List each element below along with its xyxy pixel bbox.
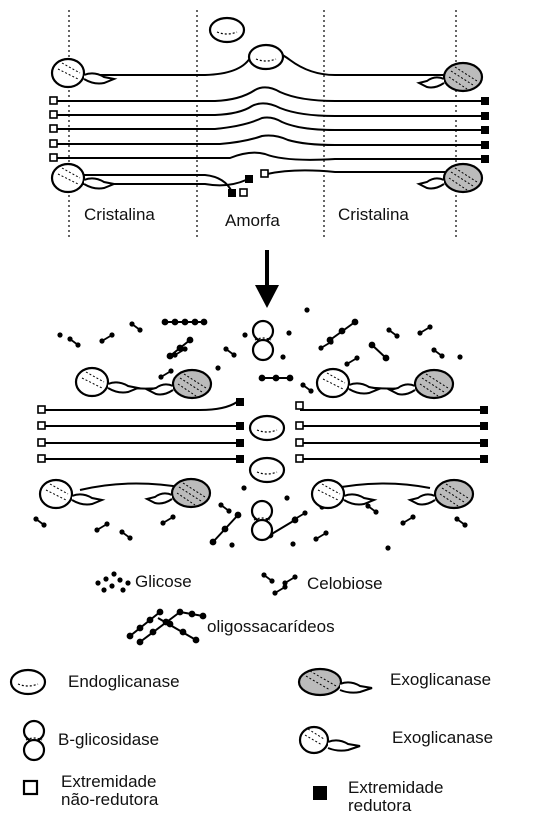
reducing-end-label: Extremidade redutora: [348, 779, 443, 815]
cellobiose-label: Celobiose: [307, 575, 383, 593]
oligosaccharides-icon: [128, 610, 206, 645]
exoglucanase-label-2: Exoglicanase: [392, 729, 493, 747]
beta-glucosidase-icon: [24, 721, 44, 760]
exoglucanase-open-icon: [300, 727, 360, 753]
region-label-left: Cristalina: [84, 205, 155, 225]
endoglucanase-icon: [11, 670, 45, 694]
exoglucanase-hatched-icon: [299, 669, 372, 695]
endoglucanase-label: Endoglicanase: [68, 673, 180, 691]
process-arrow: [255, 250, 279, 308]
non-reducing-end-icon: [24, 781, 37, 794]
non-reducing-end-label: Extremidade não-redutora: [61, 773, 158, 809]
glucose-icon: [95, 571, 130, 592]
region-label-middle: Amorfa: [225, 211, 280, 231]
cellobiose-icon: [261, 572, 297, 595]
non-reducing-end-line2: não-redutora: [61, 791, 158, 809]
non-reducing-end-line1: Extremidade: [61, 773, 158, 791]
beta-glucosidase-label: B-glicosidase: [58, 731, 159, 749]
legend-glyphs: [11, 571, 372, 800]
reducing-end-line1: Extremidade: [348, 779, 443, 797]
glucose-label: Glicose: [135, 573, 192, 591]
reducing-end-icon: [313, 786, 327, 800]
exoglucanase-label-1: Exoglicanase: [390, 671, 491, 689]
reducing-end-line2: redutora: [348, 797, 443, 815]
region-label-right: Cristalina: [338, 205, 409, 225]
bottom-panel: [33, 307, 488, 550]
oligosaccharides-label: oligossacarídeos: [207, 618, 335, 636]
